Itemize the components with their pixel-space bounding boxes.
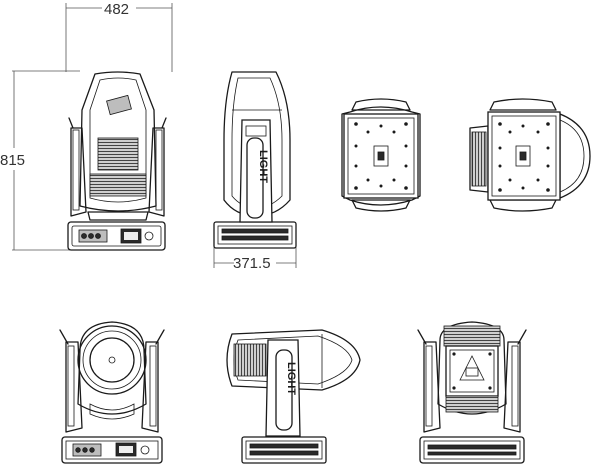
side-view: LIGHT — [213, 71, 297, 249]
height-label: 815 — [0, 152, 25, 169]
depth-label: 371.5 — [233, 255, 271, 272]
height-dimension: 815 — [0, 70, 80, 251]
width-label: 482 — [104, 1, 129, 18]
top-view — [341, 98, 421, 212]
depth-dimension: 371.5 — [213, 246, 297, 272]
rear-view — [417, 321, 527, 464]
side-brand-mark: LIGHT — [257, 150, 269, 183]
tilted-brand-mark: LIGHT — [285, 362, 297, 395]
width-dimension: 482 — [65, 1, 173, 72]
top-view-tilted — [469, 98, 591, 212]
side-tilted-view: LIGHT — [226, 329, 361, 464]
front-view — [67, 71, 167, 251]
front-lens-view — [59, 321, 165, 464]
